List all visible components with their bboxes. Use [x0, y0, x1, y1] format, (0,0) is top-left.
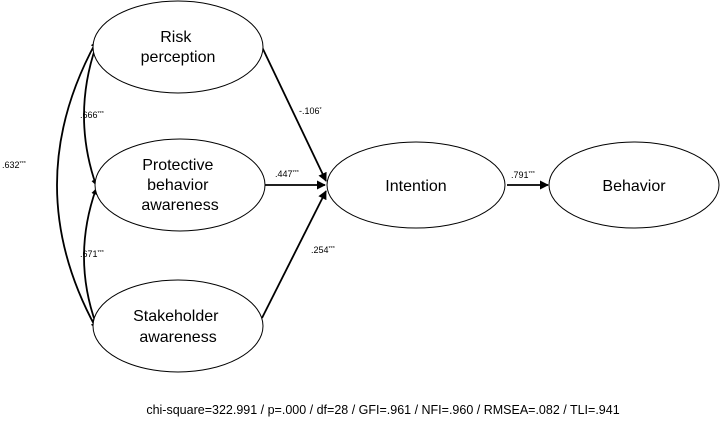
- coef-risk-intention: -.106*: [299, 106, 323, 116]
- correlation-risk-stakeholder: [56, 41, 97, 329]
- coef-risk-stakeholder: .632***: [2, 160, 27, 170]
- node-stakeholder-awareness: [92, 279, 264, 373]
- node-stakeholder-line-1: Stakeholder: [133, 308, 219, 325]
- svg-text:Protective behavior aw: Protective behavior awareness: [141, 157, 218, 214]
- svg-text:Stakeholder awareness: Stakeholder awareness: [133, 308, 223, 346]
- node-stakeholder-line-2: awareness: [139, 329, 216, 346]
- node-intention-label: Intention: [385, 178, 446, 195]
- node-risk-perception-line-1: Risk: [160, 29, 192, 46]
- node-protective-line-3: awareness: [141, 197, 218, 214]
- node-protective-behavior-awareness: [94, 138, 266, 232]
- node-behavior-label: Behavior: [602, 178, 666, 195]
- node-protective-line-1: Protective: [142, 157, 213, 174]
- coef-protective-intention: .447***: [275, 169, 300, 179]
- svg-text:Risk perception: Risk perception: [141, 29, 216, 66]
- coef-stakeholder-intention: .254***: [311, 245, 336, 255]
- node-behavior: [548, 141, 720, 229]
- node-intention: [326, 141, 506, 229]
- node-risk-perception: [92, 0, 264, 94]
- coef-protective-stakeholder: .671***: [80, 249, 105, 259]
- fit-statistics: chi-square=322.991 / p=.000 / df=28 / GF…: [146, 403, 619, 417]
- path-risk-to-intention: [261, 46, 327, 182]
- coef-intention-behavior: .791***: [511, 170, 536, 180]
- coef-risk-protective: .666***: [80, 110, 105, 120]
- node-risk-perception-line-2: perception: [141, 49, 216, 66]
- path-stakeholder-to-intention: [261, 190, 327, 319]
- node-protective-line-2: behavior: [147, 177, 209, 194]
